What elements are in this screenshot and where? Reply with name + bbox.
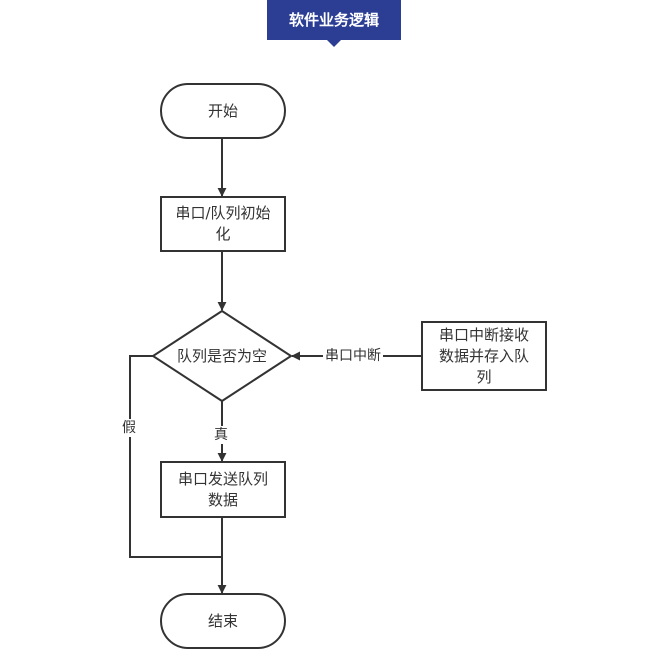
true-edge-label: 真 — [212, 426, 230, 444]
init-label: 串口/队列初始化 — [175, 204, 271, 243]
end-node — [160, 593, 286, 649]
start-label: 开始 — [207, 101, 238, 120]
end-label: 结束 — [207, 611, 238, 630]
decision-label: 队列是否为空 — [176, 346, 267, 365]
banner-pointer — [326, 39, 342, 47]
send-node — [160, 461, 286, 518]
init-node — [160, 196, 286, 252]
interrupt-store-label: 串口中断接收数据并存入队列 — [438, 325, 529, 386]
interrupt-edge-label: 串口中断 — [323, 347, 383, 365]
false-edge-label: 假 — [120, 419, 138, 437]
banner-title: 软件业务逻辑 — [267, 0, 401, 40]
send-label: 串口发送队列数据 — [177, 469, 268, 509]
edge-decision-false-to-end — [129, 355, 222, 558]
